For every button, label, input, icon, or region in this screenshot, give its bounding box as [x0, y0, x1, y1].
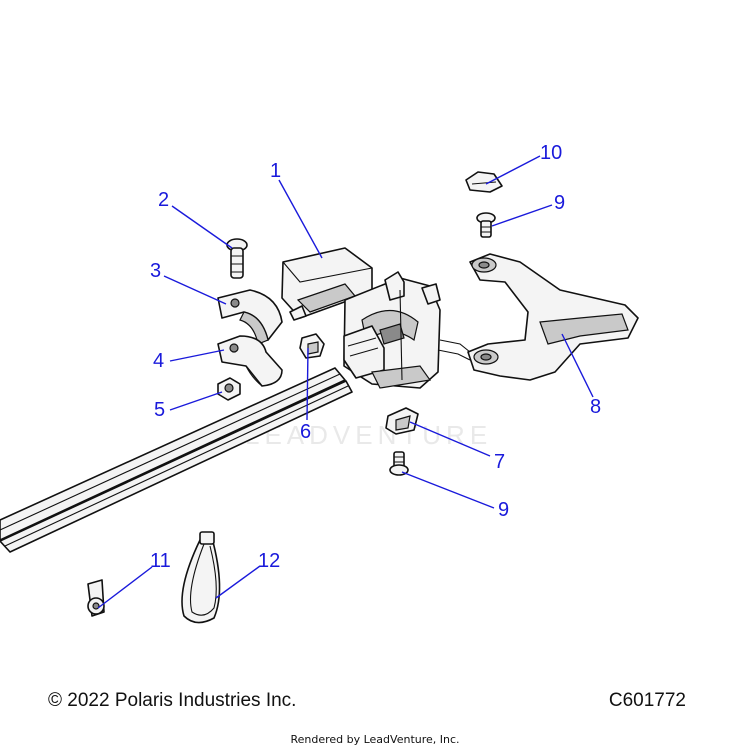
- diagram-id: C601772: [608, 690, 686, 711]
- part-3-upper-clamp: [217, 289, 283, 345]
- part-10-cap: [465, 171, 503, 193]
- callout-3: 3: [150, 260, 161, 282]
- part-1-switch-cover: [281, 247, 373, 321]
- callout-1: 1: [270, 160, 281, 182]
- callout-11: 11: [150, 550, 171, 572]
- switch-housing: [343, 271, 441, 389]
- callout-6: 6: [300, 421, 311, 443]
- leader-lines: [97, 155, 594, 609]
- callout-9-lower: 9: [498, 499, 509, 521]
- part-9-screw-lower: [389, 451, 409, 476]
- callout-12: 12: [258, 550, 280, 572]
- copyright-text: © 2022 Polaris Industries Inc.: [48, 690, 297, 711]
- part-9-screw-upper: [476, 212, 496, 238]
- callout-2: 2: [158, 189, 169, 211]
- part-11-cable-clip: [87, 579, 105, 617]
- part-6-clip: [299, 333, 325, 359]
- callout-7: 7: [494, 451, 505, 473]
- part-4-lower-clamp: [217, 335, 283, 387]
- part-2-screw: [226, 238, 248, 279]
- cable-bundle: [0, 367, 353, 553]
- rendered-by-credit: Rendered by LeadVenture, Inc.: [290, 733, 460, 746]
- watermark: LEADVENTURE: [245, 420, 492, 450]
- part-7-block: [385, 407, 419, 435]
- callout-9-upper: 9: [554, 192, 565, 214]
- part-5-nut: [217, 377, 241, 401]
- part-8-bracket: [437, 253, 639, 381]
- callout-5: 5: [154, 399, 165, 421]
- callout-10: 10: [540, 142, 562, 164]
- callout-numbers: 1 2 3 4 5 6 7 8 9 9 10 11 12: [150, 142, 601, 572]
- part-12-cable-tie: [181, 531, 221, 624]
- callout-4: 4: [153, 350, 164, 372]
- callout-8: 8: [590, 396, 601, 418]
